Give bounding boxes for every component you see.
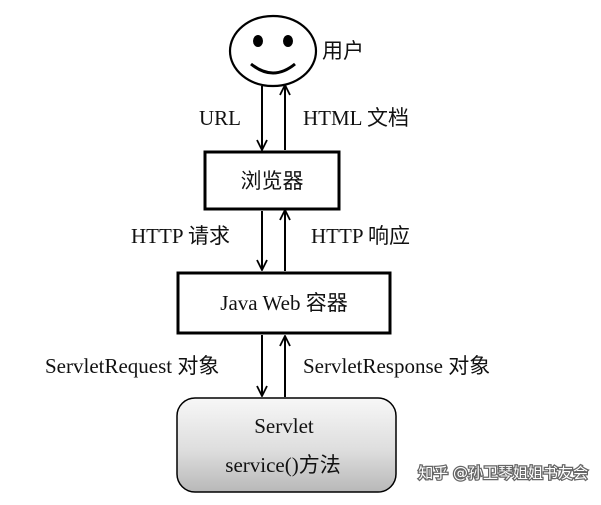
servlet-title: Servlet	[254, 414, 314, 438]
watermark: 知乎 @孙卫琴姐姐书友会	[417, 463, 589, 484]
edge-container-to-servlet: ServletRequest 对象	[45, 335, 262, 396]
edge-container-to-browser: HTTP 响应	[285, 210, 410, 271]
url-label: URL	[199, 106, 241, 130]
edge-servlet-to-container: ServletResponse 对象	[285, 336, 490, 397]
html-document-label: HTML 文档	[303, 106, 409, 130]
smiley-face-icon	[228, 14, 318, 88]
servlet-request-label: ServletRequest 对象	[45, 354, 219, 378]
browser-node: 浏览器	[203, 150, 341, 211]
http-request-label: HTTP 请求	[131, 224, 230, 248]
user-node: 用户	[228, 14, 364, 88]
edge-user-to-browser: URL	[199, 86, 262, 150]
container-label: Java Web 容器	[220, 291, 347, 315]
service-method-label: service()方法	[225, 453, 340, 477]
user-label: 用户	[322, 39, 364, 63]
edge-browser-to-container: HTTP 请求	[131, 211, 262, 270]
servlet-response-label: ServletResponse 对象	[303, 354, 490, 378]
watermark-text: 知乎 @孙卫琴姐姐书友会	[418, 464, 588, 482]
edge-browser-to-user: HTML 文档	[285, 85, 409, 150]
servlet-node: Servlet service()方法	[176, 397, 397, 493]
http-response-label: HTTP 响应	[311, 224, 410, 248]
browser-label: 浏览器	[241, 169, 304, 193]
container-node: Java Web 容器	[176, 271, 392, 335]
